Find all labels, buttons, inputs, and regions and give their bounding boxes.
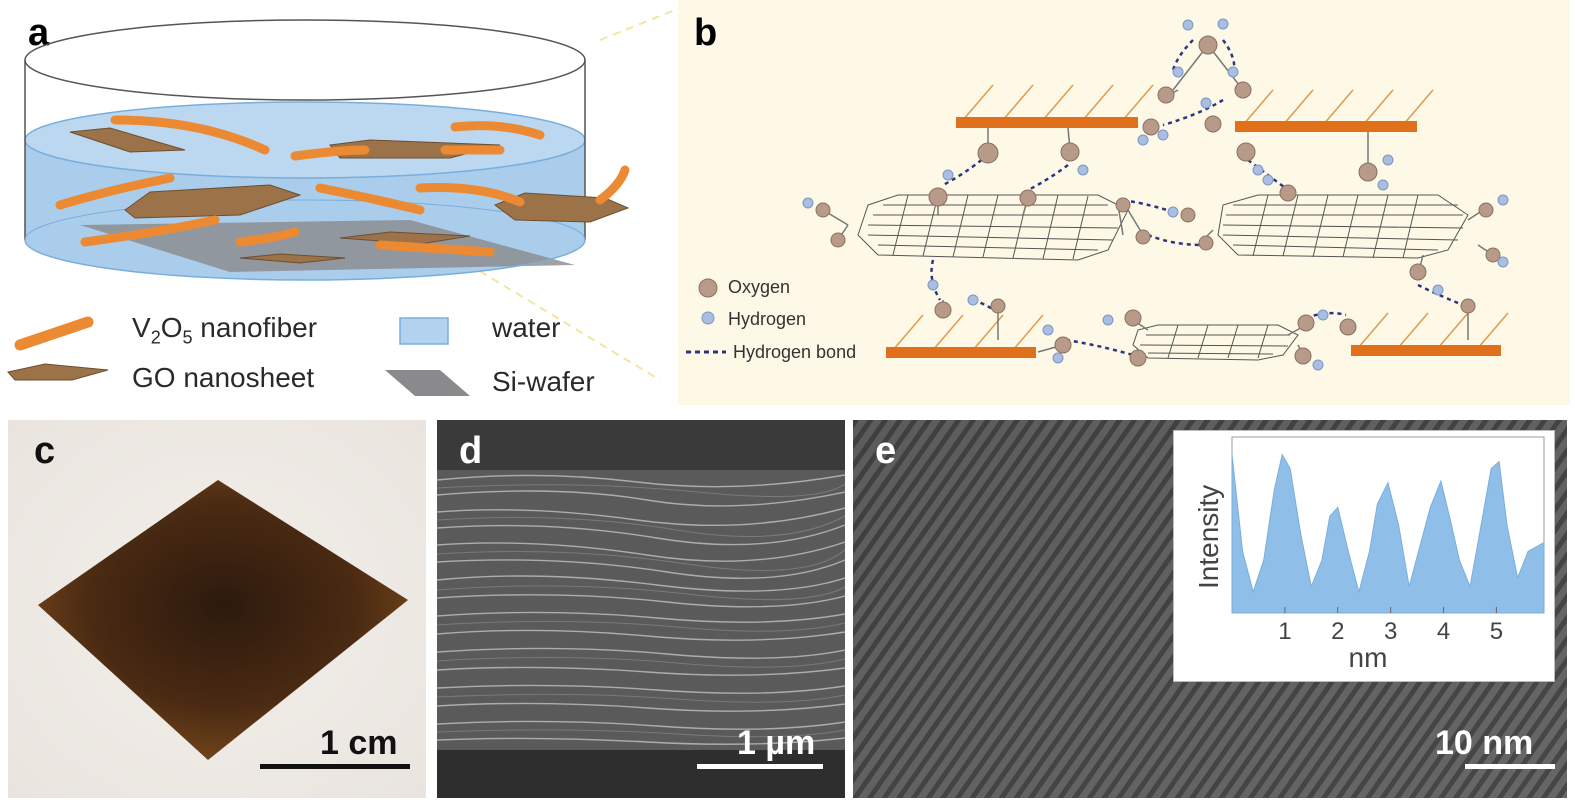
x-tick-label-0: 1 — [1278, 618, 1291, 645]
scale-bar-label-d: 1 µm — [737, 724, 816, 762]
panel-label-c: c — [34, 430, 56, 472]
scale-bar-d — [697, 764, 823, 769]
panel-label-e: e — [875, 430, 897, 472]
scale-bar-label-c: 1 cm — [320, 724, 398, 762]
inset-x-axis-label: nm — [1349, 642, 1388, 673]
inset-y-axis-label: Intensity — [1193, 485, 1224, 589]
x-ticks: 1 2 3 4 5 — [1278, 607, 1503, 645]
panel-e: e 1 2 3 4 5 Intensity nm 10 nm — [853, 420, 1567, 798]
x-tick-label-3: 4 — [1437, 618, 1450, 645]
v2o5-sub2: 5 — [182, 327, 193, 348]
panel-a: a — [0, 0, 680, 410]
v2o5-layers — [886, 84, 1509, 358]
x-tick-label-2: 3 — [1384, 618, 1397, 645]
legend-water: water — [492, 312, 561, 343]
intensity-inset: 1 2 3 4 5 Intensity nm — [1173, 430, 1555, 682]
intensity-profile-area — [1231, 453, 1545, 614]
v2o5-sub1: 2 — [150, 327, 161, 348]
panel-label-b: b — [694, 12, 718, 54]
panel-d: d 1 µm — [437, 420, 845, 798]
legend-hydrogen: Hydrogen — [728, 309, 807, 329]
hydrogen-legend-icon — [701, 311, 715, 325]
x-tick-label-4: 5 — [1490, 618, 1503, 645]
legend-go-nanosheet: GO nanosheet — [132, 362, 315, 393]
sem-cross-section — [437, 420, 845, 798]
legend-si-wafer: Si-wafer — [492, 366, 595, 397]
v2o5-post: nanofiber — [192, 312, 318, 343]
scale-bar-e — [1465, 764, 1555, 769]
v2o5-o: O — [160, 312, 183, 343]
intensity-profile-chart: 1 2 3 4 5 Intensity nm — [1193, 436, 1545, 673]
v2o5-v: V — [132, 312, 151, 343]
panel-c: c 1 cm — [8, 420, 426, 798]
petri-dish-illustration — [7, 7, 680, 396]
go-sheets — [857, 194, 1469, 361]
panel-label-a: a — [28, 12, 50, 54]
x-tick-label-1: 2 — [1331, 618, 1344, 645]
film-photo — [38, 480, 408, 760]
panel-label-d: d — [459, 430, 483, 472]
oxygen-legend-icon — [698, 278, 718, 298]
hydrogen-bond-schematic — [686, 18, 1509, 371]
scale-bar-label-e: 10 nm — [1435, 724, 1534, 762]
legend-oxygen: Oxygen — [728, 277, 791, 297]
legend-hydrogen-bond: Hydrogen bond — [733, 342, 857, 362]
panel-b: b — [678, 0, 1570, 405]
legend-v2o5-nanofiber: V2O5 nanofiber — [132, 312, 317, 349]
scale-bar-c — [260, 764, 410, 769]
